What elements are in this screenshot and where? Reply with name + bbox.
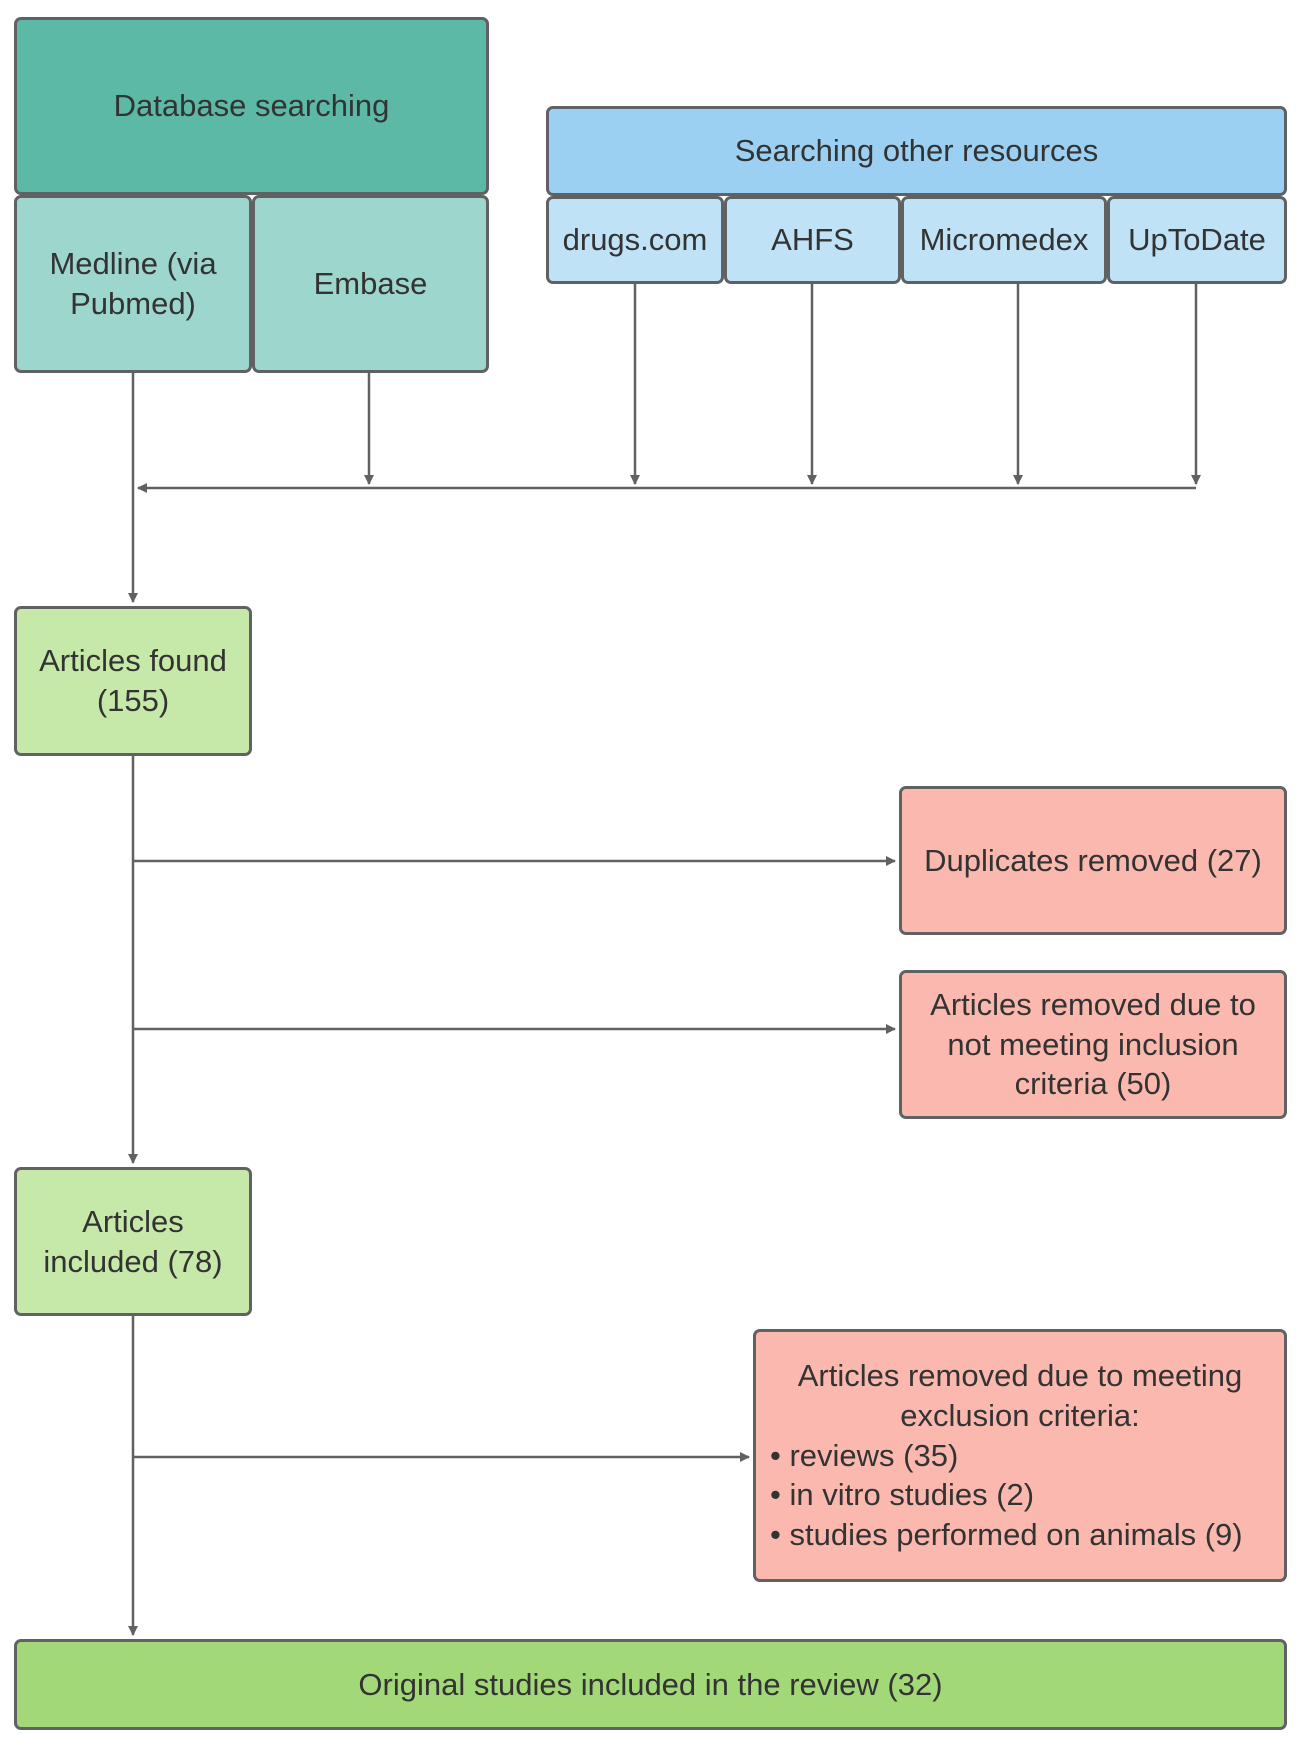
drugs-com-box: drugs.com — [546, 196, 724, 284]
inclusion-removed-label: Articles removed due to not meeting incl… — [930, 986, 1256, 1102]
exclusion-item-in-vitro: in vitro studies (2) — [770, 1475, 1270, 1515]
other-resources-label: Searching other resources — [734, 133, 1099, 169]
exclusion-list: reviews (35) in vitro studies (2) studie… — [770, 1436, 1270, 1555]
uptodate-box: UpToDate — [1107, 196, 1287, 284]
ahfs-box: AHFS — [724, 196, 901, 284]
exclusion-head-label: Articles removed due to meeting exclusio… — [797, 1358, 1243, 1433]
database-searching-label: Database searching — [113, 88, 390, 124]
database-searching-box: Database searching — [14, 17, 489, 195]
drugs-com-label: drugs.com — [562, 222, 708, 258]
articles-found-label: Articles found (155) — [39, 643, 227, 718]
ahfs-label: AHFS — [771, 222, 854, 258]
exclusion-item-animals: studies performed on animals (9) — [770, 1515, 1270, 1555]
final-studies-label: Original studies included in the review … — [358, 1666, 943, 1702]
medline-label: Medline (via Pubmed) — [49, 246, 217, 321]
articles-found-box: Articles found (155) — [14, 606, 252, 756]
duplicates-removed-box: Duplicates removed (27) — [899, 786, 1287, 935]
final-studies-box: Original studies included in the review … — [14, 1639, 1287, 1730]
inclusion-removed-box: Articles removed due to not meeting incl… — [899, 970, 1287, 1119]
exclusion-item-reviews: reviews (35) — [770, 1436, 1270, 1476]
other-resources-box: Searching other resources — [546, 106, 1287, 196]
medline-box: Medline (via Pubmed) — [14, 195, 252, 373]
micromedex-label: Micromedex — [919, 222, 1089, 258]
articles-included-box: Articles included (78) — [14, 1167, 252, 1316]
embase-label: Embase — [313, 266, 428, 302]
articles-included-label: Articles included (78) — [43, 1203, 223, 1279]
uptodate-label: UpToDate — [1128, 222, 1266, 258]
embase-box: Embase — [252, 195, 489, 373]
exclusion-removed-box: Articles removed due to meeting exclusio… — [753, 1329, 1287, 1582]
micromedex-box: Micromedex — [901, 196, 1107, 284]
duplicates-removed-label: Duplicates removed (27) — [924, 842, 1262, 878]
